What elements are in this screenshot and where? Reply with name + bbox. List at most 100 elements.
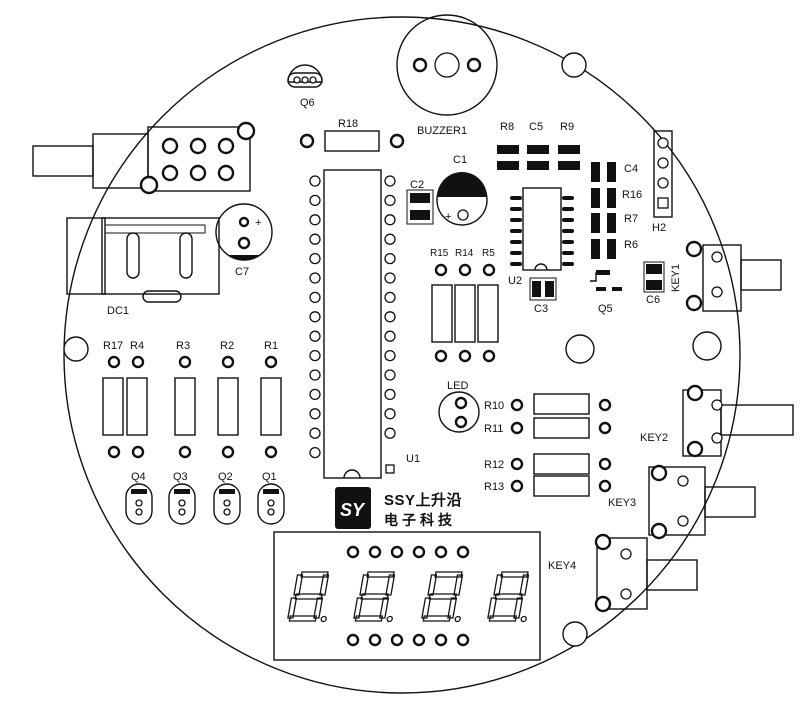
c3-label: C3 [534,303,548,315]
u1-pin [309,252,321,265]
u1-pin [309,233,321,245]
display-pin [390,633,404,647]
r10-r13-resistors: R10 R11 R12 R13 [484,393,612,497]
u1-pin [384,330,396,342]
mounting-hole-bottom-right [562,621,588,647]
c7-label: C7 [235,266,249,278]
key3-switch: KEY3 [608,464,756,540]
q5-label: Q5 [598,303,613,315]
u2-pin [562,229,574,233]
r12-label: R12 [484,459,504,471]
r2-label: R2 [220,340,234,352]
c7-plus: + [255,217,261,229]
u2-ic: U2 [508,187,574,287]
c1-capacitor: + C1 [436,154,488,226]
transistor-q2: Q2 [213,471,241,525]
u1-pin [384,369,396,381]
u1-pin [309,330,321,342]
u2-label: U2 [508,275,522,287]
key4-label: KEY4 [548,560,576,572]
led-label: LED [447,380,468,392]
u1-pin [384,252,396,265]
mounting-hole-center [565,334,595,364]
display-pin [412,633,426,647]
r13-label: R13 [484,481,504,493]
u1-pin [309,369,321,381]
display-digit [421,571,464,623]
display-pin [456,545,470,559]
u2-pin [510,229,522,233]
key2-label: KEY2 [640,432,668,444]
logo-mark-text: SY [340,500,366,520]
q3-label: Q3 [173,471,188,483]
u1-pin [309,311,321,323]
display-digit [287,571,330,623]
display-digit [487,571,530,623]
logo-subtitle: 电子科技 [384,512,456,529]
u1-pin [384,175,396,187]
h2-label: H2 [652,222,666,234]
display-pin [412,545,426,559]
q1-label: Q1 [262,471,277,483]
u2-pin [510,262,522,266]
display-digit [353,571,396,623]
display-pin [346,633,360,647]
mounting-hole-top-right [561,52,587,78]
u2-pin [562,251,574,255]
u1-pin [384,349,396,362]
mounting-hole-right [692,331,722,361]
q4-label: Q4 [131,471,146,483]
key1-label: KEY1 [670,264,682,292]
transistor-q1: Q1 [257,471,285,525]
u1-pin [384,272,396,284]
u1-pin [384,427,396,439]
q6-label: Q6 [300,97,315,109]
led-component: LED [438,380,480,433]
r9-label: R9 [560,121,574,133]
key1-switch: KEY1 [670,240,782,312]
r18-component: R18 [299,118,405,152]
u2-pin [510,251,522,255]
c7-capacitor: + C7 [215,203,273,278]
transistor-q3: Q3 [168,471,196,525]
r11-label: R11 [484,423,503,435]
left-resistor-group: R17 R4 R3 R2 R1 [102,340,282,459]
header-connector [32,121,256,195]
c2-label: C2 [410,179,424,191]
buzzer-label: BUZZER1 [417,125,467,137]
c1-label: C1 [453,154,467,166]
u2-pin [562,240,574,244]
dc1-label: DC1 [107,305,129,317]
u2-pin [510,240,522,244]
u2-pin [562,262,574,266]
display-pin [346,545,360,559]
u1-pin [384,388,396,401]
u2-pin [562,218,574,222]
r1-label: R1 [264,340,278,352]
display-pin [368,633,382,647]
c6-capacitor: C6 [643,261,665,306]
u1-pin [384,194,396,207]
buzzer-component: BUZZER1 [396,14,498,137]
c1-plus: + [445,211,451,223]
display-pin [434,545,448,559]
c3-capacitor: C3 [529,277,557,315]
u2-pin [510,218,522,222]
h2-header: H2 [652,130,673,234]
u2-pin [510,207,522,211]
r7-label: R7 [624,213,638,225]
u1-pin [384,291,396,304]
r15-r14-r5-resistors: R15 R14 R5 [430,248,499,363]
display-pin [434,633,448,647]
c4-label: C4 [624,163,638,175]
c6-label: C6 [646,294,660,306]
dc1-jack: DC1 [66,217,220,317]
u1-pin [384,311,396,323]
u1-pin [384,233,396,245]
r3-label: R3 [176,340,190,352]
r5-label: R5 [482,248,495,259]
u1-pin [309,175,321,187]
u2-pin [562,196,574,200]
u1-pin [309,291,321,304]
